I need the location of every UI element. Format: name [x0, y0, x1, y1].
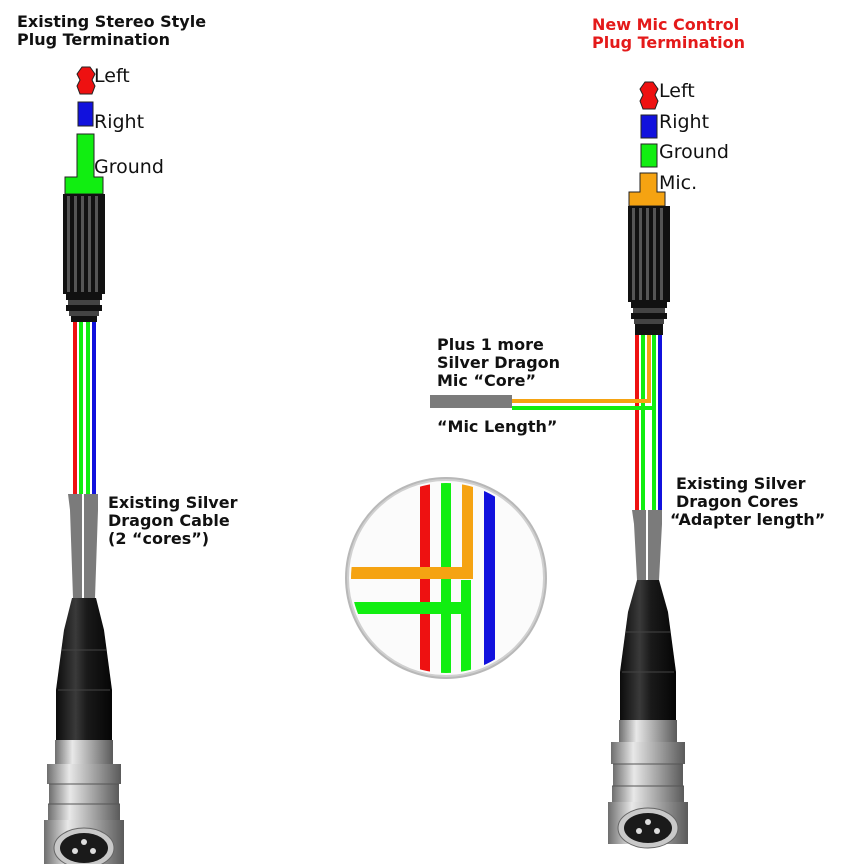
mic-core-note-line1: Plus 1 more [437, 335, 544, 354]
left-label-right: Right [94, 111, 145, 133]
left-cable-note-line1: Existing Silver [108, 493, 238, 512]
mic-core-cable [430, 395, 652, 410]
left-plug-ring [77, 101, 94, 127]
right-cable-note-line2: Dragon Cores [676, 492, 799, 511]
left-label-left: Left [94, 65, 130, 87]
right-plug-handle [628, 206, 670, 335]
right-heading-line2: Plug Termination [592, 33, 746, 52]
right-plug-ground [640, 143, 658, 168]
left-cable-note-line2: Dragon Cable [108, 511, 230, 530]
left-mini-xlr [44, 598, 124, 864]
left-plug-tip [76, 66, 96, 95]
right-cable-cores [634, 335, 664, 510]
right-heading-line1: New Mic Control [592, 15, 740, 34]
right-mini-xlr [608, 580, 688, 849]
junction-zoom-detail [345, 477, 547, 679]
left-heading-line2: Plug Termination [17, 30, 171, 49]
left-plug-handle [63, 194, 105, 322]
right-label-ground: Ground [659, 141, 729, 163]
mic-core-note-line3: Mic “Core” [437, 371, 536, 390]
right-label-mic: Mic. [659, 172, 698, 194]
right-cable-note-line1: Existing Silver [676, 474, 806, 493]
right-label-right: Right [659, 111, 710, 133]
left-cable-sheath [68, 494, 98, 598]
right-cable-note-line3: “Adapter length” [670, 510, 826, 529]
right-cable-sheath [632, 510, 662, 580]
mic-length-note: “Mic Length” [437, 417, 558, 436]
right-label-left: Left [659, 80, 695, 102]
right-plug-tip [639, 81, 659, 110]
left-label-ground: Ground [94, 156, 164, 178]
left-heading-line1: Existing Stereo Style [17, 12, 207, 31]
left-cable-note-line3: (2 “cores”) [108, 529, 210, 548]
left-cable-cores [71, 322, 97, 494]
mic-core-note-line2: Silver Dragon [437, 353, 561, 372]
right-plug-ring [640, 114, 658, 139]
